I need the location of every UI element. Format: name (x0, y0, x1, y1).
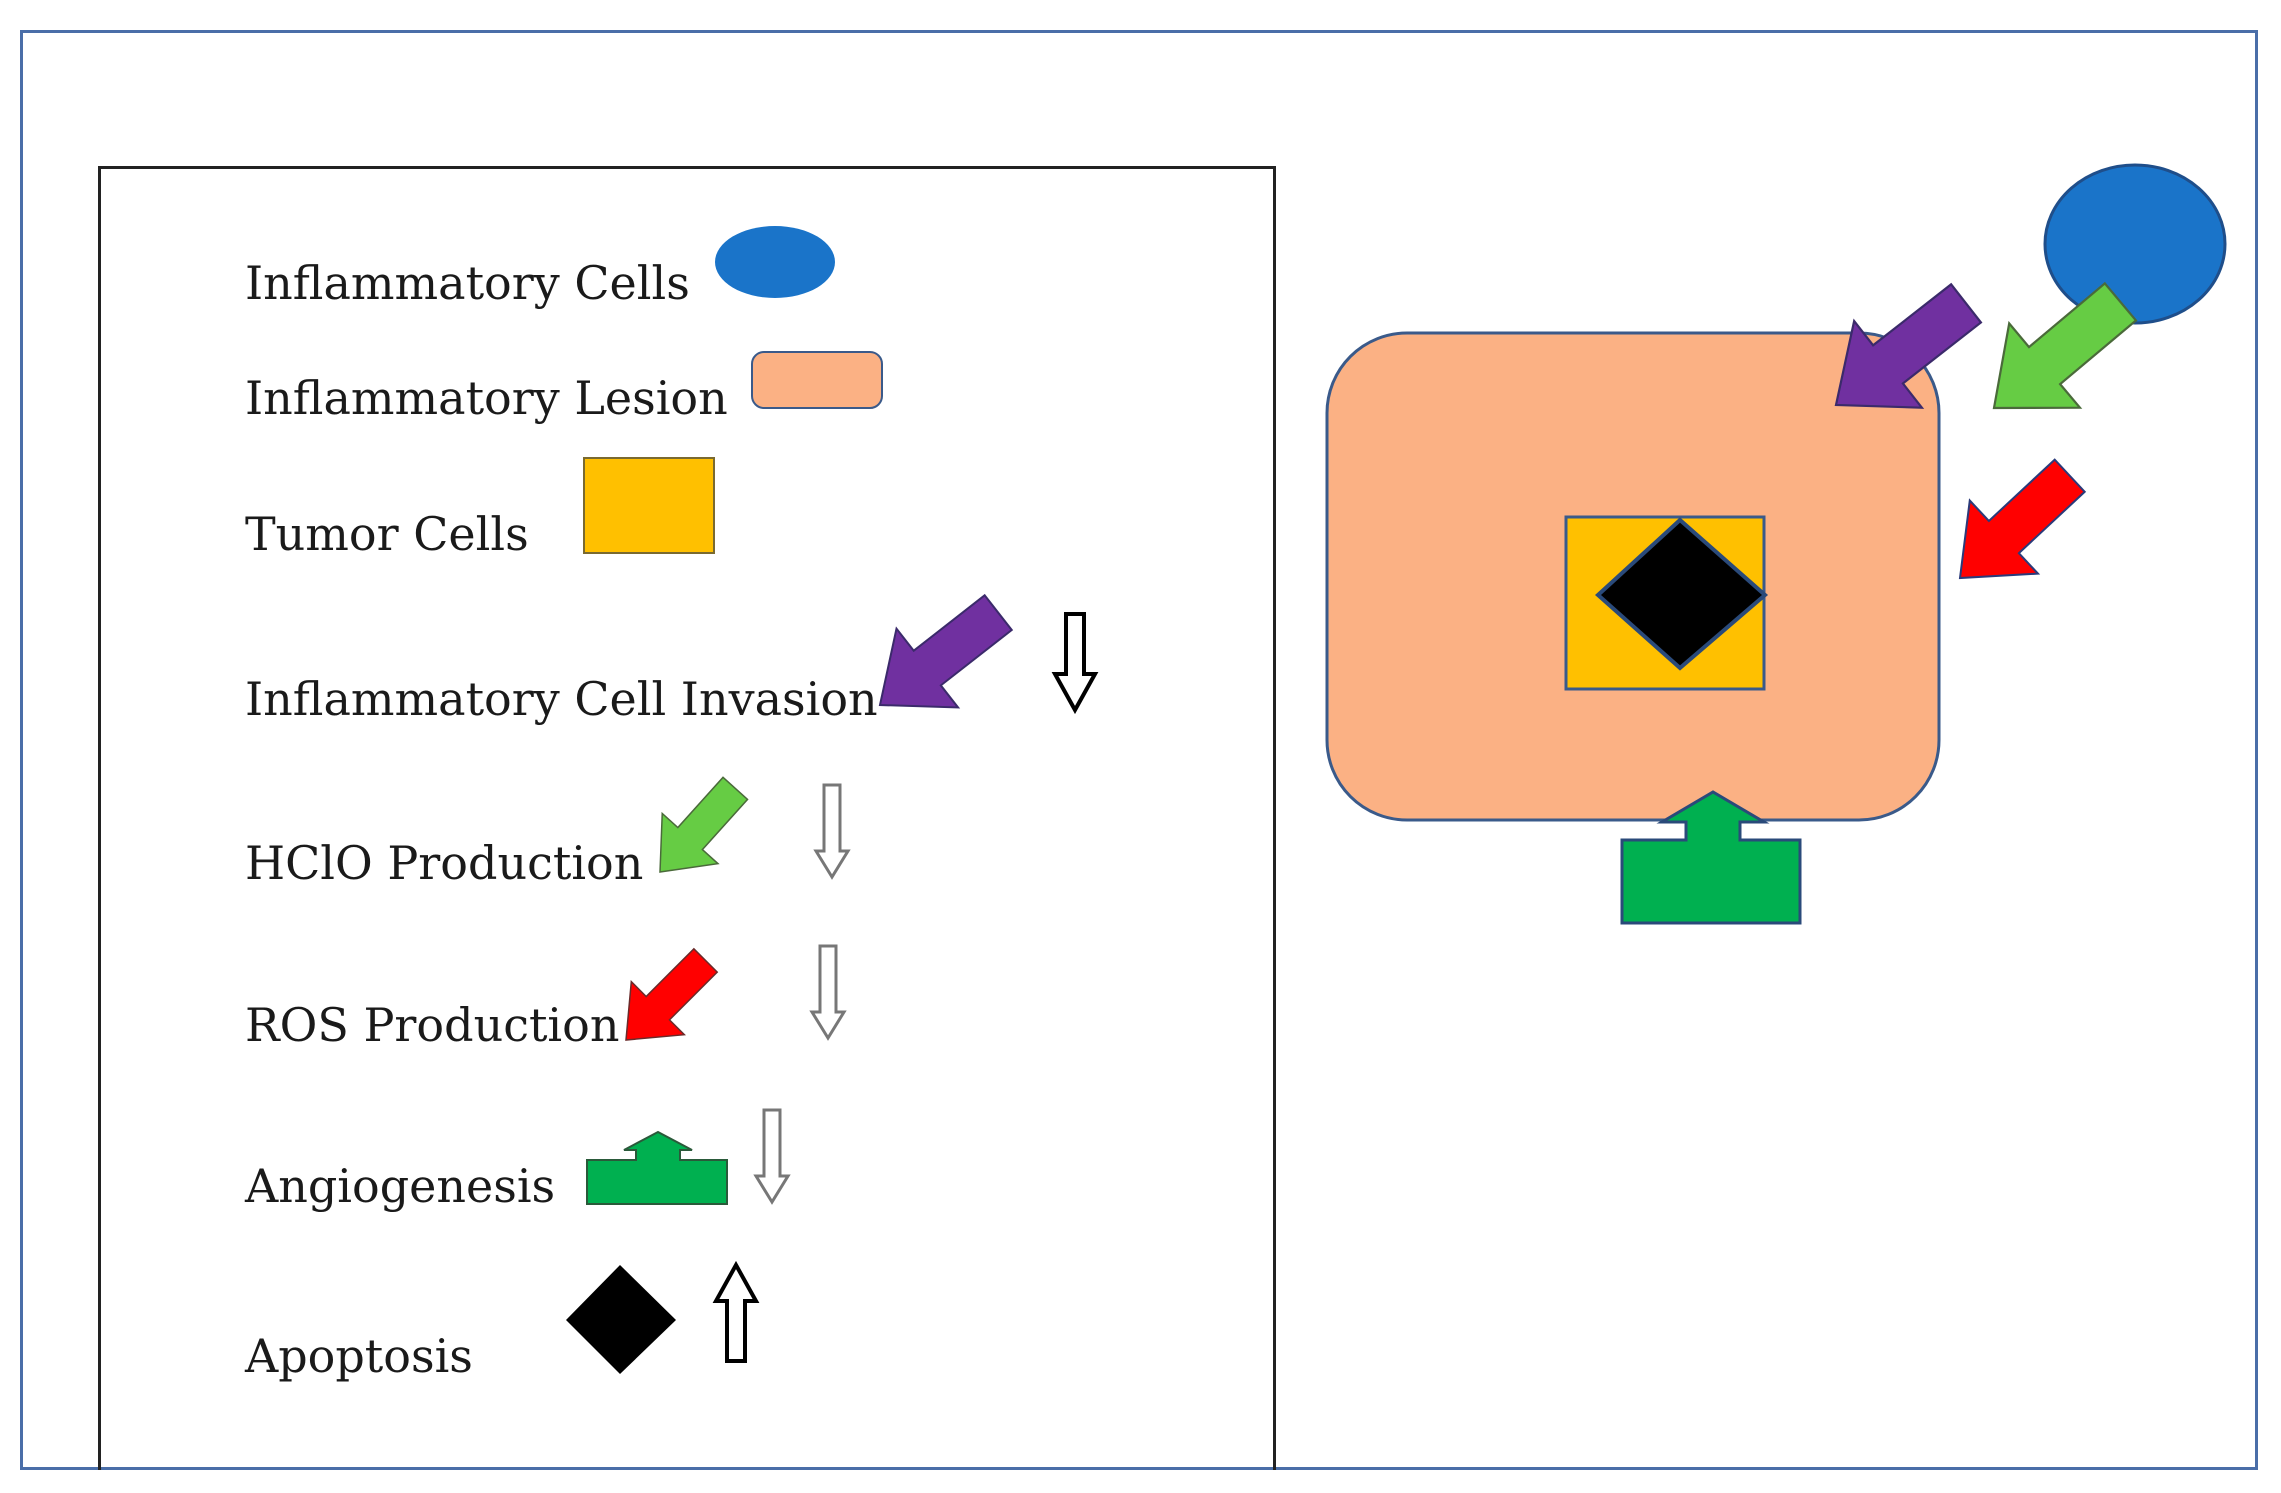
angiogenesis-symbol (1620, 790, 1802, 925)
apoptosis-diamond (1595, 517, 1769, 671)
legend-ros-down-indicator (810, 944, 846, 1040)
legend-ros-arrow (598, 933, 733, 1068)
legend-label-angiogenesis: Angiogenesis (245, 1159, 556, 1213)
legend-box (98, 166, 1276, 1470)
legend-inflammatory-lesion-symbol (751, 351, 883, 409)
legend-tumor-cells-symbol (583, 457, 715, 554)
figure-frame (20, 30, 2258, 1470)
legend-invasion-arrow (848, 572, 1030, 746)
inflammatory-cell (2043, 163, 2227, 325)
legend-label-inflammatory-cells: Inflammatory Cells (245, 256, 690, 310)
legend-apoptosis-up-indicator (712, 1260, 760, 1363)
legend-label-apoptosis: Apoptosis (245, 1329, 473, 1383)
legend-label-ros-production: ROS Production (245, 998, 620, 1052)
legend-label-hclo-production: HClO Production (245, 836, 644, 890)
legend-inflammatory-cell-symbol (715, 226, 835, 298)
legend-hclo-down-indicator (814, 783, 850, 879)
legend-angiogenesis-symbol (586, 1130, 728, 1205)
legend-label-inflammatory-cell-invasion: Inflammatory Cell Invasion (245, 672, 878, 726)
legend-hclo-arrow (631, 762, 764, 898)
legend-apoptosis-symbol (566, 1265, 676, 1374)
legend-label-inflammatory-lesion: Inflammatory Lesion (245, 371, 728, 425)
legend-angiogenesis-down-indicator (754, 1108, 790, 1204)
legend-label-tumor-cells: Tumor Cells (245, 507, 529, 561)
ros-production-arrow (1924, 438, 2105, 616)
legend-invasion-down-indicator (1051, 612, 1099, 715)
